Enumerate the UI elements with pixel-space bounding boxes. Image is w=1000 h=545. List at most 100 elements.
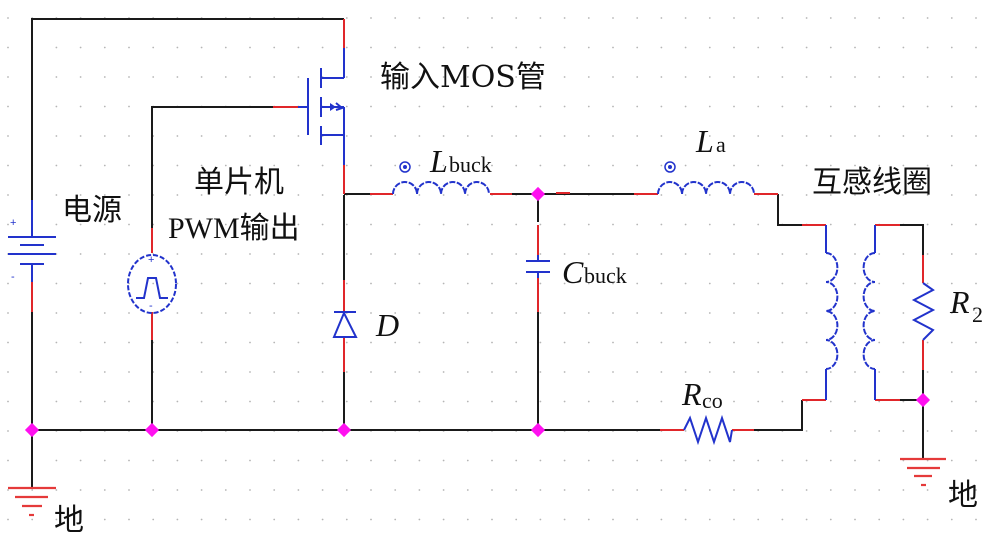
grid-dot	[612, 312, 614, 314]
grid-dot	[466, 400, 469, 403]
grid-dot	[829, 194, 832, 196]
grid-dot	[781, 76, 784, 78]
grid-dot	[370, 341, 372, 344]
grid-dot	[612, 371, 614, 373]
grid-dot	[466, 105, 469, 108]
grid-dot	[636, 105, 639, 108]
grid-dot	[587, 17, 590, 19]
grid-dot	[321, 194, 324, 196]
grid-dot	[733, 223, 735, 226]
grid-dot	[829, 459, 832, 462]
grid-dot	[515, 76, 518, 78]
grid-dot	[878, 253, 881, 255]
grid-dot	[878, 105, 881, 108]
grid-dot	[660, 105, 663, 108]
grid-dot	[79, 76, 82, 78]
grid-dot	[345, 46, 348, 49]
grid-dot	[224, 371, 227, 373]
grid-dot	[128, 105, 130, 108]
junction-nodes	[24, 186, 931, 438]
grid-dot	[757, 164, 760, 167]
grid-dot	[950, 194, 953, 196]
grid-dot	[297, 341, 300, 344]
grid-dot	[418, 164, 421, 167]
grid-dot	[394, 46, 397, 49]
grid-dot	[103, 400, 106, 403]
grid-dot	[273, 76, 276, 78]
grid-dot	[539, 164, 542, 167]
grid-dot	[636, 341, 639, 344]
grid-dot	[297, 312, 300, 314]
grid-dot	[273, 194, 276, 196]
grid-dot	[781, 135, 784, 137]
grid-dot	[926, 282, 929, 285]
grid-dot	[152, 459, 155, 462]
grid-dot	[394, 312, 397, 314]
grid-dot	[345, 223, 348, 226]
grid-dot	[829, 489, 832, 491]
grid-dot	[491, 105, 493, 108]
grid-dot	[660, 194, 663, 196]
grid-dot	[176, 194, 179, 196]
grid-dot	[563, 135, 566, 137]
grid-dot	[103, 194, 106, 196]
grid-dot	[926, 371, 929, 373]
grid-dot	[273, 164, 276, 167]
grid-dot	[249, 135, 251, 137]
grid-dot	[200, 400, 203, 403]
grid-dot	[345, 459, 348, 462]
grid-dot	[79, 135, 82, 137]
grid-dot	[79, 164, 82, 167]
grid-dot	[539, 46, 542, 49]
grid-dot	[55, 105, 58, 108]
grid-dot	[805, 282, 808, 285]
grid-dot	[394, 135, 397, 137]
grid-dot	[249, 194, 251, 196]
grid-dot	[587, 46, 590, 49]
label-ground-right: 地	[948, 478, 978, 513]
grid-dot	[757, 282, 760, 285]
grid-dot	[273, 341, 276, 344]
grid-dot	[249, 400, 251, 403]
grid-dot	[418, 312, 421, 314]
grid-dot	[200, 489, 203, 491]
minus-sign: -	[11, 271, 15, 283]
grid-dot	[345, 518, 348, 521]
grid-dot	[442, 518, 445, 521]
grid-dot	[660, 371, 663, 373]
grid-dot	[684, 253, 687, 255]
grid-dot	[55, 371, 58, 373]
grid-dot	[7, 459, 9, 462]
grid-dot	[442, 135, 445, 137]
label-power-source: 电源	[62, 193, 122, 228]
grid-dot	[660, 400, 663, 403]
grid-dot	[612, 223, 614, 226]
grid-dot	[950, 253, 953, 255]
svg-text:L: L	[429, 143, 448, 179]
grid-dot	[394, 253, 397, 255]
grid-dot	[854, 459, 856, 462]
grid-dot	[854, 135, 856, 137]
grid-dot	[878, 312, 881, 314]
grid-dot	[950, 135, 953, 137]
grid-dot	[103, 489, 106, 491]
grid-dot	[273, 253, 276, 255]
grid-dot	[926, 164, 929, 167]
grid-dot	[200, 371, 203, 373]
grid-dot	[515, 164, 518, 167]
grid-dot	[466, 253, 469, 255]
grid-dot	[902, 430, 905, 432]
grid-dot	[176, 400, 179, 403]
grid-dot	[757, 312, 760, 314]
grid-dot	[103, 371, 106, 373]
grid-dot	[418, 400, 421, 403]
grid-dot	[345, 371, 348, 373]
grid-dot	[7, 400, 9, 403]
grid-dot	[902, 253, 905, 255]
grid-dot	[273, 135, 276, 137]
grid-dot	[394, 76, 397, 78]
grid-dot	[345, 17, 348, 19]
grid-dot	[176, 223, 179, 226]
grid-dot	[176, 46, 179, 49]
grid-dot	[370, 371, 372, 373]
